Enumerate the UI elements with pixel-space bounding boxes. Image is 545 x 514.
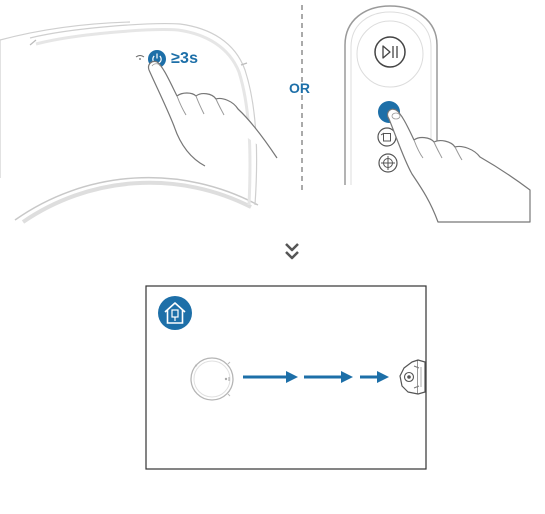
spot-clean-icon (381, 156, 395, 170)
spot-clean-button[interactable] (378, 153, 398, 173)
arrow-right-icon (243, 371, 298, 383)
robot-vacuum-icon (190, 357, 234, 401)
hand-pressing-remote-icon (386, 108, 531, 223)
charging-dock-icon (399, 359, 426, 395)
hold-duration-label: ≥3s (171, 50, 199, 67)
dock-button[interactable] (377, 127, 397, 147)
play-pause-icon (382, 45, 398, 59)
hand-pressing-robot-icon (147, 60, 278, 167)
or-label: OR (289, 80, 310, 96)
arrow-right-icon (304, 371, 353, 383)
home-icon (164, 302, 186, 324)
dock-icon (380, 132, 391, 142)
home-badge (158, 296, 192, 330)
play-pause-button[interactable] (374, 36, 406, 68)
arrow-right-icon (360, 371, 389, 383)
robot-top-view (0, 21, 259, 224)
double-chevron-down-icon (285, 243, 299, 260)
wifi-indicator-icon (135, 55, 145, 60)
